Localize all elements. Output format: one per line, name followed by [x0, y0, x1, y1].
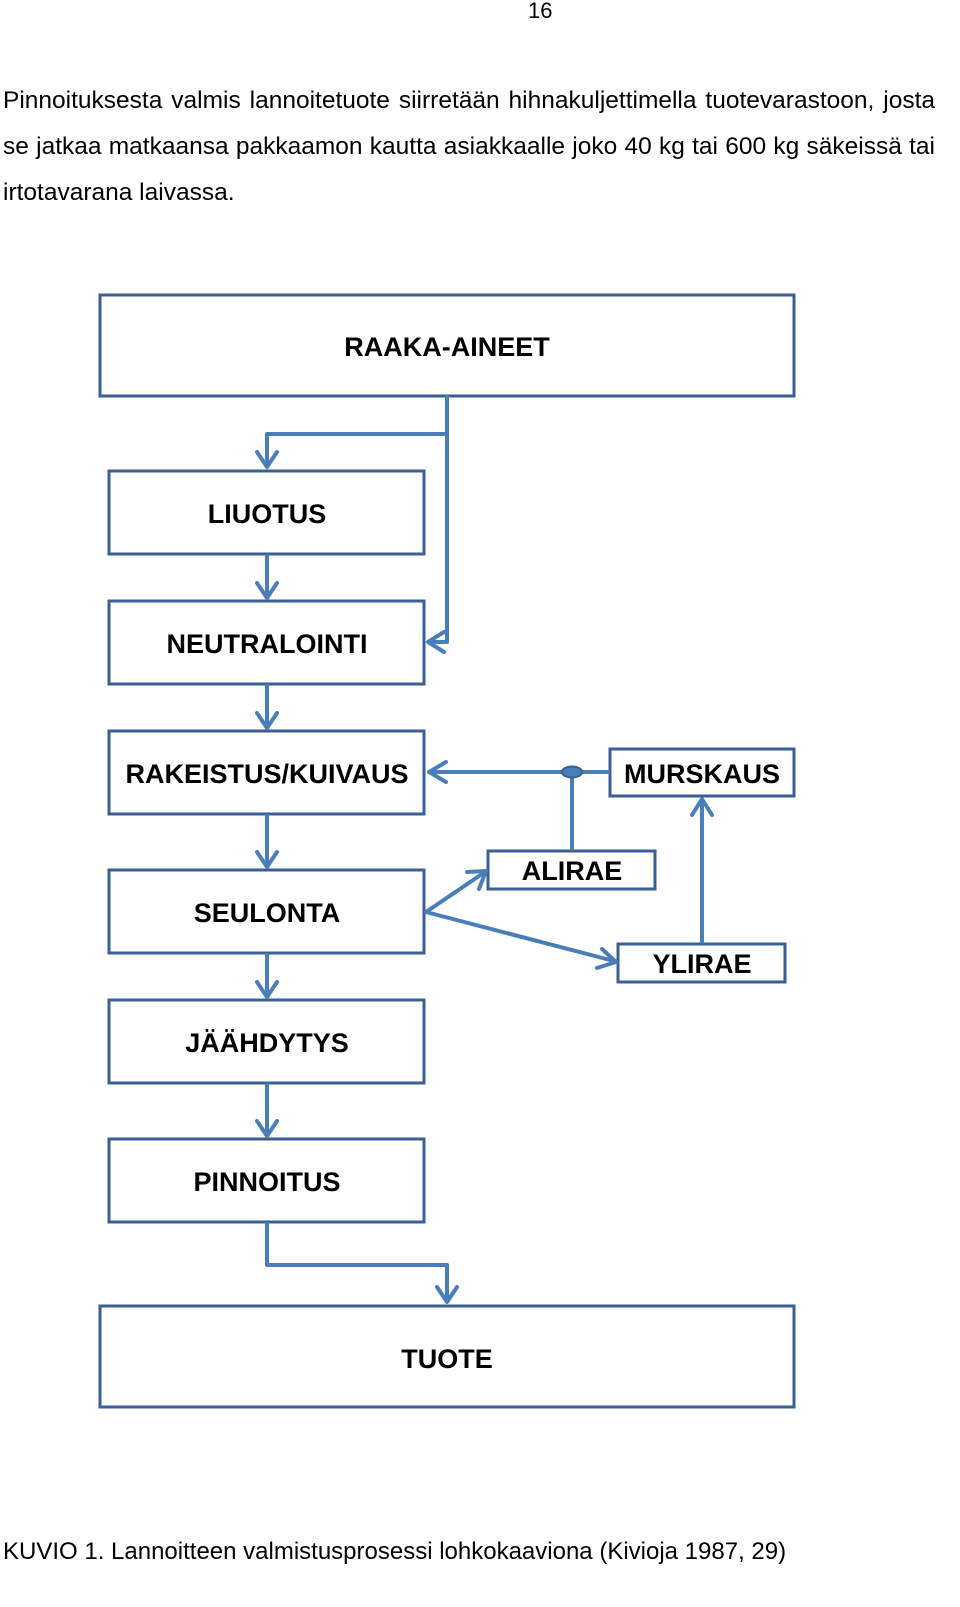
box-jaahdytys: [107, 998, 426, 1085]
label-pinnoitus: PINNOITUS: [193, 1167, 340, 1197]
box-liuotus: [107, 469, 426, 556]
label-alirae: ALIRAE: [522, 856, 623, 886]
junction-node: [561, 765, 583, 779]
box-seulonta: [107, 868, 426, 955]
arrowhead-jaahdytys: [255, 980, 279, 999]
arrowhead-liuotus: [255, 450, 279, 469]
arrowhead-rakeistus: [255, 711, 279, 730]
box-tuote: [98, 1304, 796, 1409]
arrowhead-pinnoitus: [255, 1119, 279, 1138]
arrow-seulonta-to-alirae: [424, 870, 487, 914]
label-neutralointi: NEUTRALOINTI: [167, 629, 368, 659]
figure-caption: KUVIO 1. Lannoitteen valmistusprosessi l…: [3, 1538, 787, 1565]
arrow-raaka-to-liuotus: [265, 395, 449, 468]
label-murskaus: MURSKAUS: [624, 759, 780, 789]
label-rakeistus: RAKEISTUS/KUIVAUS: [125, 759, 408, 789]
arrowhead-neutralointi-side: [426, 630, 446, 654]
intro-paragraph: Pinnoituksesta valmis lannoitetuote siir…: [3, 87, 935, 206]
arrowhead-murskaus: [690, 797, 714, 817]
arrow-seulonta-to-ylirae: [424, 910, 616, 963]
label-tuote: TUOTE: [401, 1344, 493, 1374]
arrowhead-rakeistus-side: [427, 760, 448, 784]
box-neutralointi: [107, 599, 426, 686]
arrow-pinnoitus-to-tuote: [265, 1222, 449, 1303]
box-pinnoitus: [107, 1137, 426, 1224]
page-number: 16: [528, 0, 553, 23]
label-jaahdytys: JÄÄHDYTYS: [185, 1028, 349, 1058]
box-alirae: [486, 849, 657, 891]
label-seulonta: SEULONTA: [194, 898, 341, 928]
arrowhead-alirae: [465, 869, 488, 891]
label-liuotus: LIUOTUS: [208, 499, 327, 529]
label-ylirae: YLIRAE: [652, 949, 751, 979]
box-rakeistus: [107, 729, 426, 816]
arrowhead-neutralointi: [255, 581, 279, 600]
box-raaka-aineet: [98, 293, 796, 398]
arrowhead-seulonta: [255, 850, 279, 869]
arrowhead-tuote: [435, 1285, 459, 1304]
arrow-raaka-to-neutralointi: [427, 432, 449, 644]
arrowhead-ylirae: [595, 947, 618, 970]
label-raaka-aineet: RAAKA-AINEET: [344, 332, 550, 362]
box-ylirae: [616, 942, 787, 984]
box-murskaus: [608, 747, 796, 798]
